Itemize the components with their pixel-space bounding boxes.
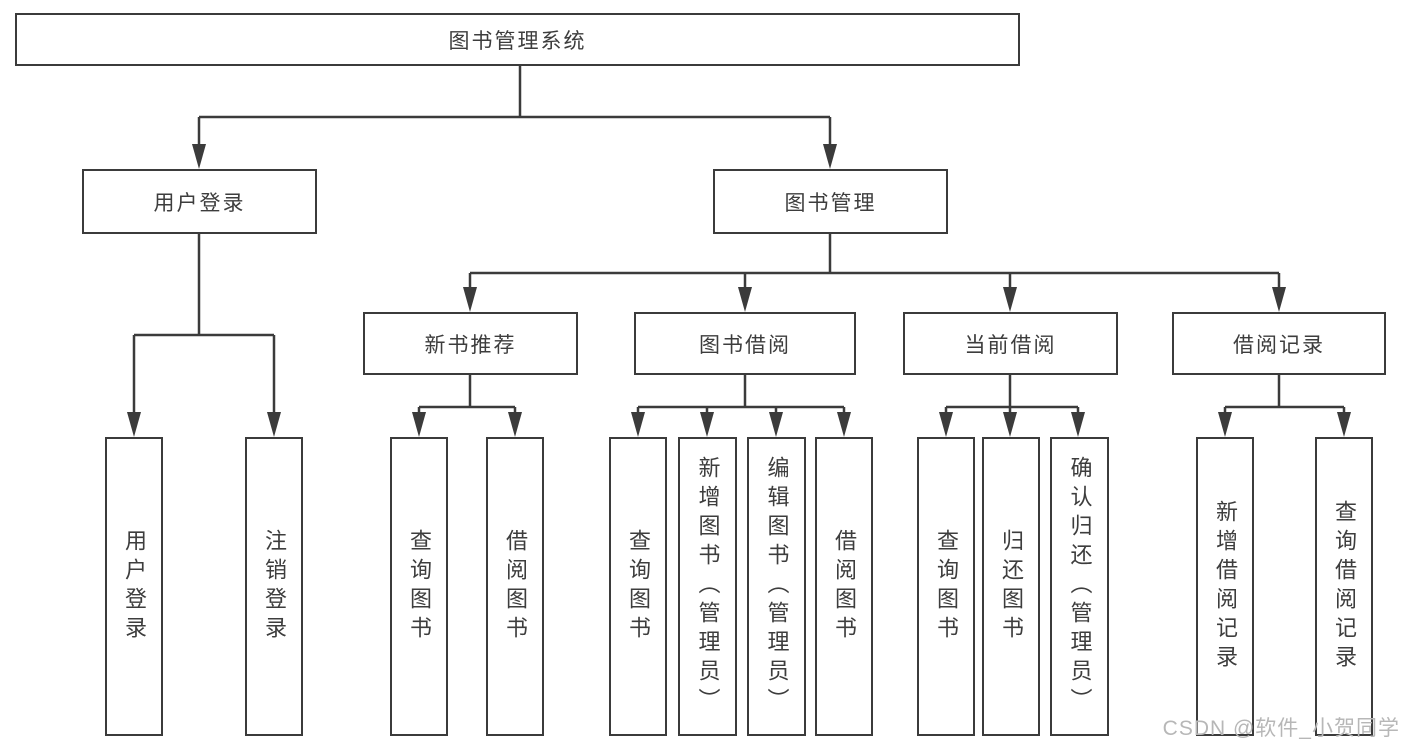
- arrowhead-icon: [823, 144, 837, 169]
- node-root-system-label: 图书管理系统: [448, 29, 587, 53]
- arrowhead-icon: [1337, 412, 1351, 437]
- connector-borrow-records-to-leaves: [1218, 375, 1351, 437]
- leaf-edit-books-admin: 编辑图书（管理员）: [747, 437, 806, 736]
- arrowhead-icon: [1003, 287, 1017, 312]
- leaf-query-books-borrow: 查询图书: [609, 437, 667, 736]
- node-book-borrow: 图书借阅: [634, 312, 856, 375]
- arrowhead-icon: [1071, 412, 1085, 437]
- leaf-add-borrow-record: 新增借阅记录: [1196, 437, 1254, 736]
- leaf-edit-books-admin-label: 编辑图书（管理员）: [764, 456, 790, 717]
- csdn-watermark: CSDN @软件_小贺同学: [1162, 717, 1400, 740]
- leaf-return-books: 归还图书: [982, 437, 1040, 736]
- leaf-add-books-admin: 新增图书（管理员）: [678, 437, 737, 736]
- leaf-borrow-books: 借阅图书: [815, 437, 873, 736]
- leaf-user-login-label: 用户登录: [122, 528, 147, 645]
- node-book-management-module-label: 图书管理: [784, 191, 877, 215]
- leaf-borrow-books-label: 借阅图书: [832, 528, 857, 645]
- arrowhead-icon: [127, 412, 141, 437]
- connector-root-to-level2: [192, 66, 837, 169]
- leaf-query-books-recommend: 查询图书: [390, 437, 448, 736]
- arrowhead-icon: [738, 287, 752, 312]
- node-borrow-records-label: 借阅记录: [1233, 333, 1325, 357]
- leaf-logout: 注销登录: [245, 437, 303, 736]
- arrowhead-icon: [939, 412, 953, 437]
- leaf-borrow-books-recommend-label: 借阅图书: [503, 528, 528, 645]
- node-book-borrow-label: 图书借阅: [699, 333, 791, 357]
- leaf-add-borrow-record-label: 新增借阅记录: [1213, 499, 1238, 674]
- arrowhead-icon: [1218, 412, 1232, 437]
- leaf-user-login: 用户登录: [105, 437, 163, 736]
- arrowhead-icon: [463, 287, 477, 312]
- connector-new-books-to-leaves: [412, 375, 522, 437]
- leaf-query-books-borrow-label: 查询图书: [626, 528, 651, 645]
- node-new-book-recommend: 新书推荐: [363, 312, 578, 375]
- node-current-borrow-label: 当前借阅: [964, 333, 1057, 357]
- node-user-login-module-label: 用户登录: [153, 191, 246, 215]
- arrowhead-icon: [837, 412, 851, 437]
- connector-book-borrow-to-leaves: [631, 375, 851, 437]
- arrowhead-icon: [508, 412, 522, 437]
- node-new-book-recommend-label: 新书推荐: [424, 333, 517, 357]
- node-borrow-records: 借阅记录: [1172, 312, 1386, 375]
- node-user-login-module: 用户登录: [82, 169, 317, 234]
- leaf-add-books-admin-label: 新增图书（管理员）: [695, 456, 721, 717]
- leaf-return-books-label: 归还图书: [999, 528, 1024, 645]
- arrowhead-icon: [631, 412, 645, 437]
- arrowhead-icon: [1003, 412, 1017, 437]
- leaf-query-books-current-label: 查询图书: [934, 528, 959, 645]
- arrowhead-icon: [700, 412, 714, 437]
- node-book-management-module: 图书管理: [713, 169, 948, 234]
- node-current-borrow: 当前借阅: [903, 312, 1118, 375]
- leaf-confirm-return-admin: 确认归还（管理员）: [1050, 437, 1109, 736]
- leaf-query-books-current: 查询图书: [917, 437, 975, 736]
- leaf-logout-label: 注销登录: [262, 528, 287, 645]
- connector-book-mgmt-to-level3: [463, 234, 1286, 312]
- arrowhead-icon: [769, 412, 783, 437]
- node-root-system: 图书管理系统: [15, 13, 1020, 66]
- arrowhead-icon: [1272, 287, 1286, 312]
- connector-current-borrow-to-leaves: [939, 375, 1085, 437]
- leaf-query-borrow-record: 查询借阅记录: [1315, 437, 1373, 736]
- leaf-borrow-books-recommend: 借阅图书: [486, 437, 544, 736]
- connector-user-login-to-leaves: [127, 234, 281, 437]
- arrowhead-icon: [192, 144, 206, 169]
- leaf-confirm-return-admin-label: 确认归还（管理员）: [1067, 456, 1093, 717]
- leaf-query-books-recommend-label: 查询图书: [407, 528, 432, 645]
- leaf-query-borrow-record-label: 查询借阅记录: [1332, 499, 1357, 674]
- arrowhead-icon: [267, 412, 281, 437]
- arrowhead-icon: [412, 412, 426, 437]
